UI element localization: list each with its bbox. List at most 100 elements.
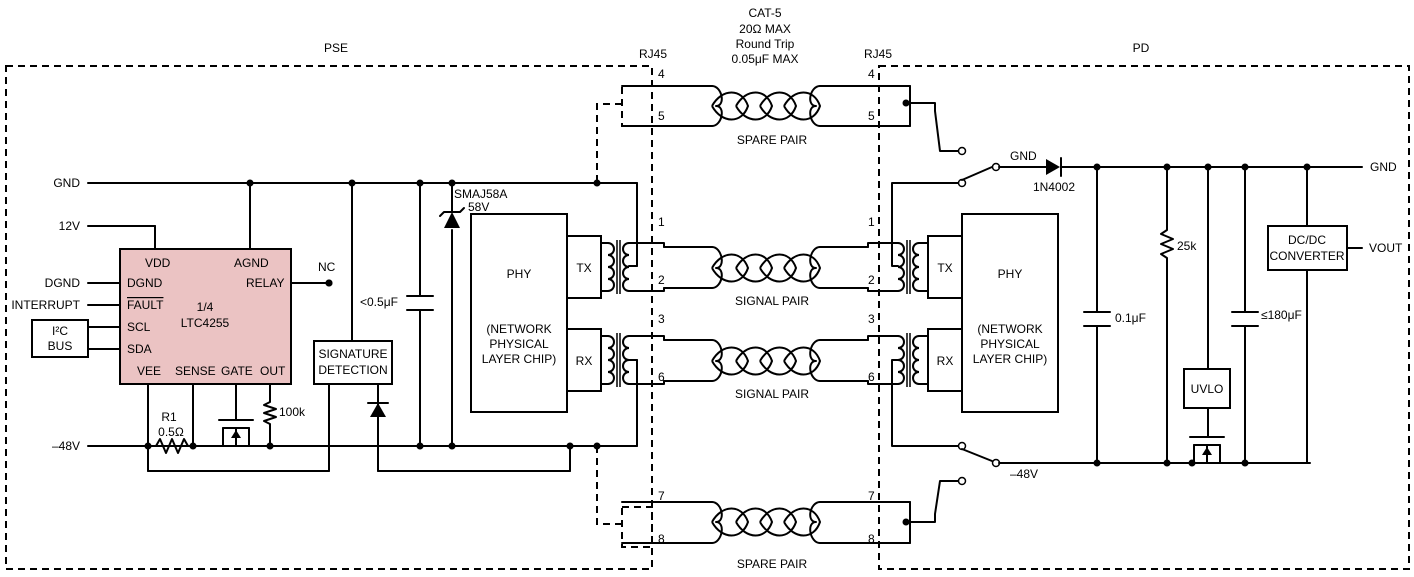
cap-180uf [1231,311,1259,327]
pse-phy-box [470,213,568,413]
pse-phy-title: PHY [507,267,532,281]
spare-pair-bottom-label: SPARE PAIR [737,557,808,571]
svg-text:SENSE: SENSE [175,364,216,378]
pd-rx-label: RX [937,354,954,368]
svg-text:VEE: VEE [137,364,161,378]
interrupt-label: INTERRUPT [11,298,80,312]
spare-pair-top [621,85,911,127]
svg-text:1/4: 1/4 [197,300,214,314]
svg-text:3: 3 [868,312,875,326]
pd-phy-desc3: LAYER CHIP) [973,352,1047,366]
svg-text:8: 8 [868,532,875,546]
dcdc-converter-box [1267,225,1348,271]
pse-rx-block [566,328,602,392]
svg-text:4: 4 [658,67,665,81]
rj45-right-label: RJ45 [864,47,892,61]
cable-resistance: 20Ω MAX [739,22,791,36]
pd-phy-desc1: (NETWORK [977,322,1042,336]
pse-rx-label: RX [576,354,593,368]
svg-text:1: 1 [658,215,665,229]
svg-text:FAULT: FAULT [127,298,164,312]
v12-label: 12V [59,219,80,233]
svg-text:OUT: OUT [260,364,286,378]
r-25k-resistor [1160,225,1174,265]
pse-phy-desc1: (NETWORK [486,322,551,336]
ltc4255-ic [119,248,292,385]
svg-text:AGND: AGND [234,256,269,270]
diode-1n4002 [1046,157,1363,177]
rj45-left-label: RJ45 [639,47,667,61]
pse-label: PSE [324,41,348,55]
signal-pair-2 [663,339,869,382]
pd-wiring [1096,166,1363,464]
pse-tx-block [566,235,602,299]
pse-phy-desc2: PHYSICAL [489,337,549,351]
tvs-diode [439,207,465,228]
v48-left-label: –48V [52,439,80,453]
pd-tx-label: TX [937,261,952,275]
rj45-right-pins: 4 5 1 2 3 6 7 8 [868,67,875,546]
bus-label: BUS [48,339,73,353]
cap-left-label: <0.5μF [360,295,398,309]
r1-value: 0.5Ω [158,425,184,439]
svg-text:SDA: SDA [127,342,152,356]
pse-region [5,65,653,570]
converter-label: CONVERTER [1269,249,1344,263]
gnd-left-label: GND [53,176,80,190]
signal-pair-2-label: SIGNAL PAIR [735,387,809,401]
svg-text:RELAY: RELAY [246,276,284,290]
svg-text:3: 3 [658,312,665,326]
cap-left [406,295,434,311]
pd-phy-desc2: PHYSICAL [980,337,1040,351]
uvlo-box [1183,368,1231,409]
i2c-label: I²C [52,324,68,338]
pd-polarity-switch-48v [957,441,1311,468]
svg-text:2: 2 [658,273,665,287]
cap-01uf [1083,311,1111,327]
r1-label: R1 [161,410,177,424]
tvs-part-label: SMAJ58A [454,187,507,201]
pd-phy-title: PHY [998,267,1023,281]
svg-text:8: 8 [658,532,665,546]
pd-phy-box [961,213,1059,413]
pd-polarity-switch-gnd [957,162,1047,188]
r1-resistor [147,438,194,454]
signature-label: SIGNATURE [318,347,387,361]
cap-180uf-label: ≤180μF [1261,308,1302,322]
detection-label: DETECTION [318,363,387,377]
svg-text:2: 2 [868,273,875,287]
signature-detection-box [313,340,393,385]
dcdc-label: DC/DC [1288,233,1326,247]
pse-transformer-rx [600,333,665,395]
pse-transformer-tx [600,235,665,294]
svg-text:6: 6 [868,370,875,384]
pd-mosfet [1189,431,1225,464]
svg-text:SCL: SCL [127,320,151,334]
cable-capacitance: 0.05μF MAX [732,52,799,66]
svg-text:DGND: DGND [127,276,163,290]
cable-type: CAT-5 [748,6,781,20]
i2c-bus-box [31,319,89,358]
cap-01uf-label: 0.1μF [1115,311,1146,325]
pd-tx-block [927,235,963,299]
rj45-left-pins: 4 5 1 2 3 6 7 8 [658,67,665,546]
dgnd-signal-label: DGND [45,276,81,290]
svg-text:6: 6 [658,370,665,384]
signal-pair-1 [663,246,869,289]
svg-text:5: 5 [868,109,875,123]
r-100k-label: 100k [279,405,306,419]
svg-text:5: 5 [658,109,665,123]
pse-tx-label: TX [576,261,591,275]
pd-region [878,65,1410,570]
spare-pair-bottom [621,501,911,544]
svg-text:1: 1 [868,215,875,229]
vout-label: VOUT [1369,241,1403,255]
svg-text:4: 4 [868,67,875,81]
cable-round-trip: Round Trip [736,37,795,51]
uvlo-label: UVLO [1191,382,1224,396]
ic-pin-labels: VDD AGND DGND RELAY FAULT SCL SDA 1/4 LT… [127,256,286,378]
pse-spare-connections [596,85,653,548]
diode-label: 1N4002 [1033,180,1075,194]
nc-label: NC [318,260,336,274]
